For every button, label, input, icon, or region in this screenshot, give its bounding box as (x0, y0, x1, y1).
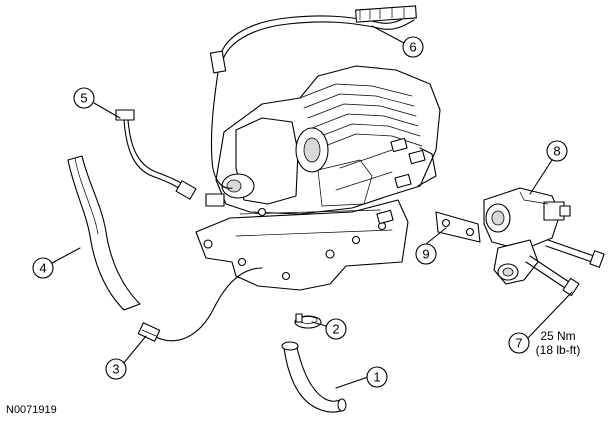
callout-1-circle (366, 366, 388, 388)
part-8-egr-valve (483, 187, 571, 285)
callout-6-circle (402, 36, 424, 58)
callout-4-label: 4 (39, 261, 46, 276)
callout-1-label: 1 (373, 370, 380, 385)
callout-2-circle (325, 318, 347, 340)
leader-7 (527, 291, 573, 339)
part-4-hose (67, 155, 141, 311)
leader-8 (529, 159, 553, 195)
callout-7-label: 7 (515, 336, 522, 351)
leader-4 (51, 247, 81, 264)
callout-9-label: 9 (422, 247, 429, 262)
leader-6 (371, 25, 405, 44)
callout-8-circle (546, 140, 568, 162)
part-2-clamp (294, 313, 322, 329)
callout-2-label: 2 (332, 322, 339, 337)
part-9-gasket (435, 211, 481, 243)
callout-3-label: 3 (112, 362, 119, 377)
part-6-vacuum-tube (209, 5, 417, 189)
callout-3-circle (105, 358, 127, 380)
leader-5 (93, 102, 121, 119)
callouts: 1 2 3 4 5 6 7 8 9 (32, 36, 568, 388)
leader-lines (51, 25, 573, 389)
part-7-bolts (525, 239, 605, 297)
part-3-clamp (137, 267, 263, 342)
leader-1 (335, 376, 369, 389)
leader-2 (311, 321, 327, 327)
torque-metric: 25 Nm (540, 329, 575, 343)
callout-8-label: 8 (553, 144, 560, 159)
torque-spec: 25 Nm (18 lb-ft) (536, 329, 581, 357)
callout-5-label: 5 (80, 91, 87, 106)
leader-3 (122, 335, 147, 365)
supercharger-assembly (195, 65, 441, 291)
part-1-hose (281, 341, 347, 413)
callout-9-circle (415, 243, 437, 265)
callout-6-label: 6 (409, 40, 416, 55)
part-5-pcv-tube (115, 109, 197, 200)
callout-5-circle (73, 87, 95, 109)
callout-7-circle (508, 332, 530, 354)
figure-id: N0071919 (6, 404, 57, 416)
leader-9 (425, 227, 447, 245)
torque-imperial: (18 lb-ft) (536, 343, 581, 357)
callout-4-circle (32, 257, 54, 279)
